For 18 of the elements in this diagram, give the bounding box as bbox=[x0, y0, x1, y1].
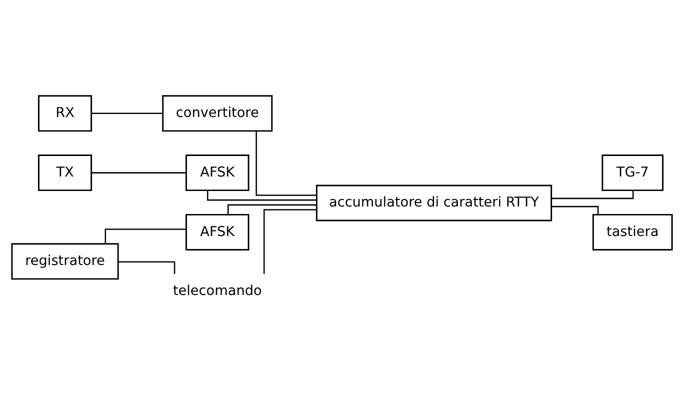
node-box: tastiera bbox=[592, 213, 673, 250]
connector bbox=[256, 130, 316, 196]
node-text: telecomando bbox=[172, 282, 262, 299]
node-box: RX bbox=[38, 94, 92, 132]
connector bbox=[92, 112, 163, 114]
node-box: AFSK bbox=[186, 213, 250, 250]
node-box: accumulatore di caratteri RTTY bbox=[316, 184, 552, 221]
node-box: TX bbox=[38, 154, 92, 191]
connector bbox=[207, 190, 316, 200]
node-box: TG-7 bbox=[602, 154, 664, 191]
connector bbox=[263, 208, 316, 274]
node-box: registratore bbox=[11, 242, 119, 280]
connector bbox=[227, 204, 317, 214]
node-box: convertitore bbox=[162, 94, 273, 132]
node-box: AFSK bbox=[186, 154, 250, 191]
connector bbox=[551, 205, 599, 214]
connector bbox=[552, 190, 634, 199]
connector bbox=[92, 172, 186, 173]
